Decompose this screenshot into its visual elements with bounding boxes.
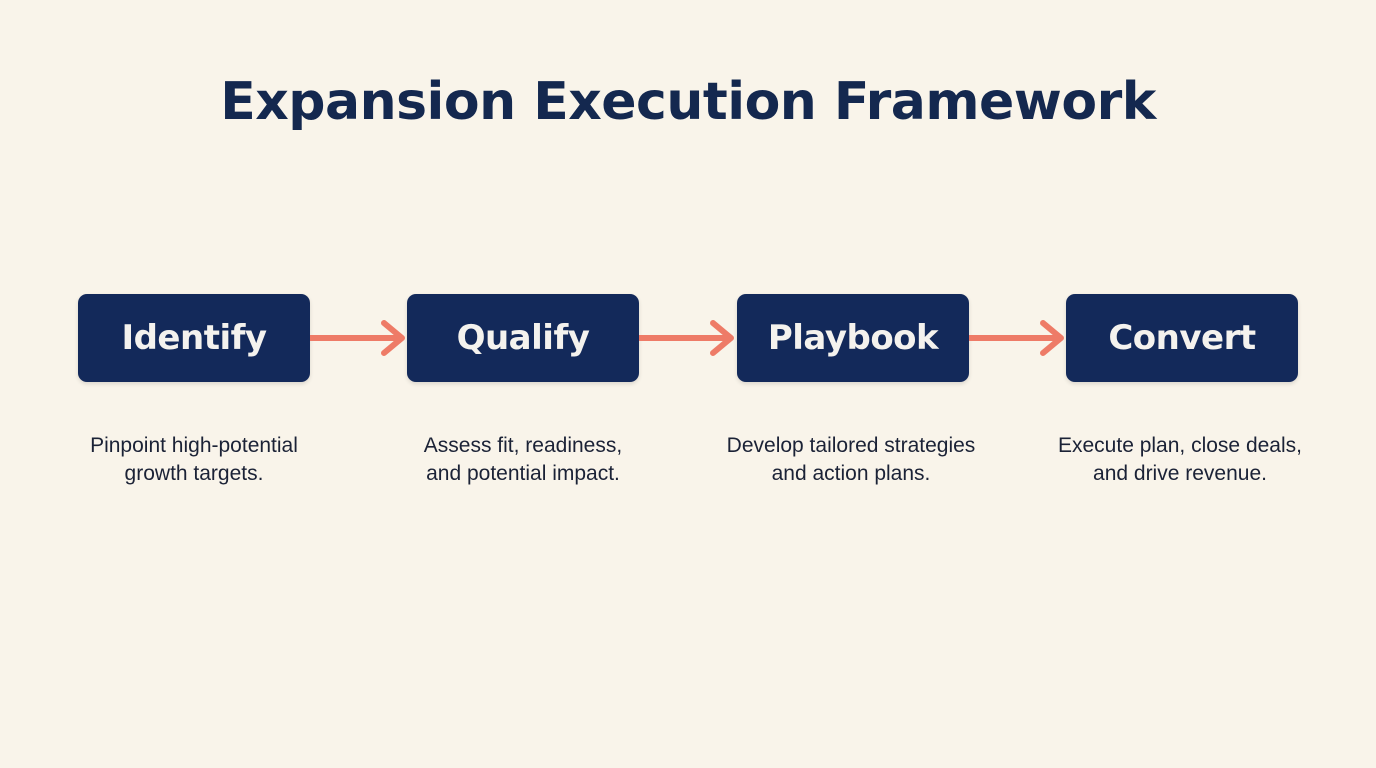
step-description-convert: Execute plan, close deals, and drive rev… [1020,432,1340,488]
step-identify: Identify [78,294,310,382]
description-line: and drive revenue. [1093,462,1267,485]
step-label: Qualify [456,318,590,358]
step-description-identify: Pinpoint high-potential growth targets. [34,432,354,488]
description-line: Develop tailored strategies [726,434,976,457]
description-line: Execute plan, close deals, [1058,434,1302,457]
description-line: and potential impact. [426,462,620,485]
page-title: Expansion Execution Framework [220,72,1156,132]
description-line: and action plans. [771,462,931,485]
step-label: Identify [121,318,267,358]
description-line: Pinpoint high-potential [90,434,298,457]
arrow-right-icon [969,320,1064,356]
arrow-right-icon [310,320,405,356]
step-convert: Convert [1066,294,1298,382]
step-description-qualify: Assess fit, readiness, and potential imp… [363,432,683,488]
description-line: growth targets. [124,462,264,485]
step-playbook: Playbook [737,294,969,382]
step-label: Convert [1108,318,1256,358]
step-label: Playbook [767,318,939,358]
arrow-right-icon [639,320,734,356]
step-qualify: Qualify [407,294,639,382]
description-line: Assess fit, readiness, [423,434,623,457]
step-description-playbook: Develop tailored strategies and action p… [691,432,1011,488]
